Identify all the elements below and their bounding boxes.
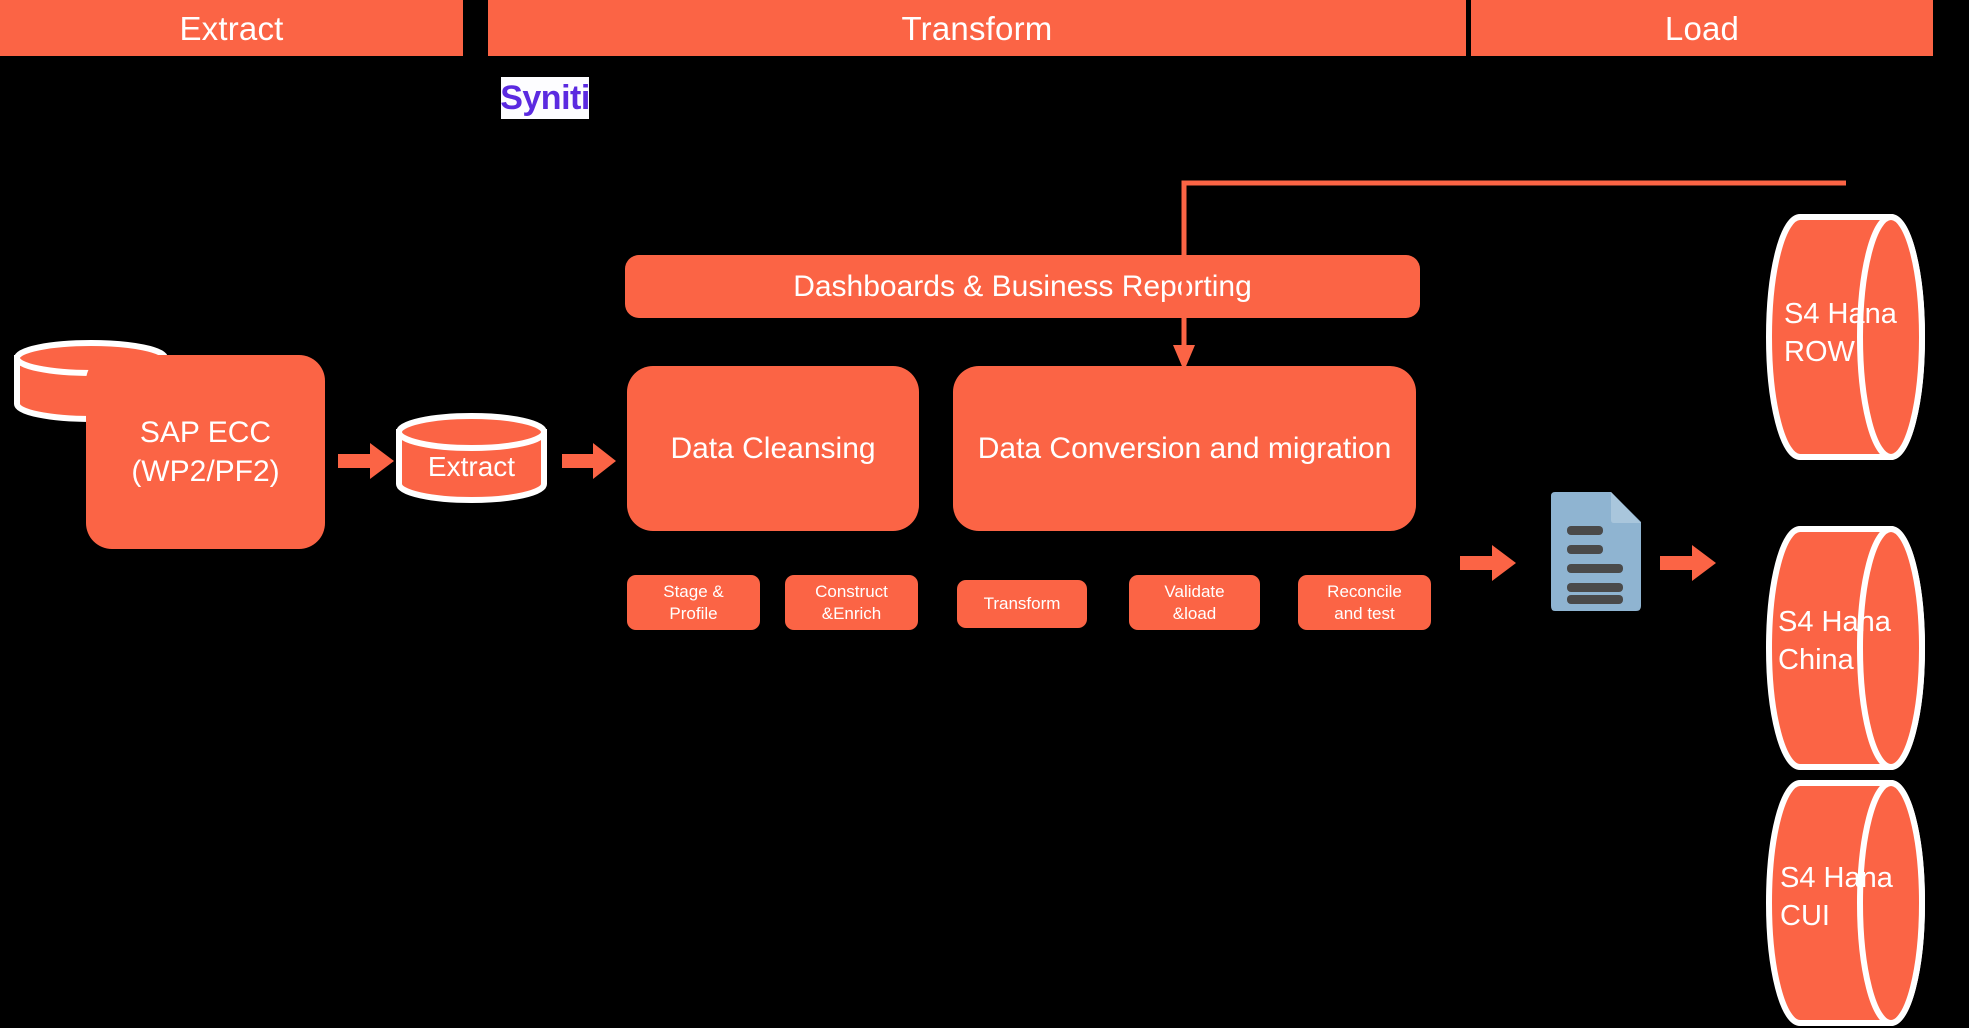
syniti-logo: Syniti [500, 77, 590, 119]
arrow-document-to-targets [1660, 545, 1716, 581]
step-box-reconcile-test-line2: and test [1334, 603, 1395, 623]
extract-database-cylinder: Extract [394, 412, 549, 504]
document-icon [1551, 492, 1641, 611]
step-box-validate-load-line1: Validate [1164, 581, 1225, 601]
data-conversion-label: Data Conversion and migration [977, 431, 1392, 465]
feedback-connector [1170, 175, 1870, 375]
phase-header-extract: Extract [0, 0, 463, 56]
target-db-s4-hana-cui: S4 Hana CUI [1766, 778, 1931, 1028]
step-box-construct-enrich-line2: &Enrich [821, 603, 882, 623]
syniti-logo-text: Syniti [500, 79, 590, 117]
database-cylinder-icon [1766, 214, 1925, 460]
document-icon-wrapper [1545, 490, 1643, 614]
feedback-arrow-icon [1173, 180, 1846, 371]
step-box-stage-profile: Stage & Profile [627, 575, 760, 630]
arrow-transform-to-document [1460, 545, 1516, 581]
database-cylinder-icon [1766, 780, 1925, 1026]
phase-header-extract-label: Extract [179, 9, 284, 47]
step-box-construct-enrich-line1: Construct [815, 581, 888, 601]
arrow-right-icon [1660, 545, 1716, 581]
step-box-validate-load: Validate &load [1129, 575, 1260, 630]
step-box-transform: Transform [957, 580, 1087, 628]
phase-header-load-label: Load [1664, 9, 1740, 47]
target-db-s4-hana-china: S4 Hana China [1766, 524, 1931, 772]
dashboards-banner-label: Dashboards & Business Reporting [793, 269, 1252, 303]
arrow-right-icon [562, 443, 616, 479]
step-box-validate-load-line2: &load [1172, 603, 1217, 623]
data-conversion-box: Data Conversion and migration [953, 366, 1416, 531]
data-cleansing-label: Data Cleansing [670, 431, 876, 465]
step-box-transform-line1: Transform [983, 594, 1061, 614]
step-box-stage-profile-line2: Profile [669, 603, 718, 623]
arrow-sap-to-extract [338, 443, 394, 479]
arrow-right-icon [1460, 545, 1516, 581]
sap-ecc-label-line2: (WP2/PF2) [131, 455, 280, 488]
step-box-reconcile-test: Reconcile and test [1298, 575, 1431, 630]
arrow-right-icon [338, 443, 394, 479]
database-cylinder-icon [1766, 526, 1925, 770]
sap-ecc-label-line1: SAP ECC [139, 416, 272, 449]
data-cleansing-box: Data Cleansing [627, 366, 919, 531]
phase-header-transform-label: Transform [901, 9, 1053, 47]
arrow-extract-to-transform [562, 443, 616, 479]
database-cylinder-icon [396, 413, 547, 503]
sap-ecc-box: SAP ECC (WP2/PF2) [86, 355, 325, 549]
dashboards-banner-box: Dashboards & Business Reporting [625, 255, 1420, 318]
target-db-s4-hana-row: S4 Hana ROW [1766, 212, 1931, 462]
phase-header-transform: Transform [488, 0, 1466, 56]
phase-header-load: Load [1471, 0, 1933, 56]
step-box-reconcile-test-line1: Reconcile [1327, 581, 1402, 601]
step-box-construct-enrich: Construct &Enrich [785, 575, 918, 630]
step-box-stage-profile-line1: Stage & [663, 581, 724, 601]
